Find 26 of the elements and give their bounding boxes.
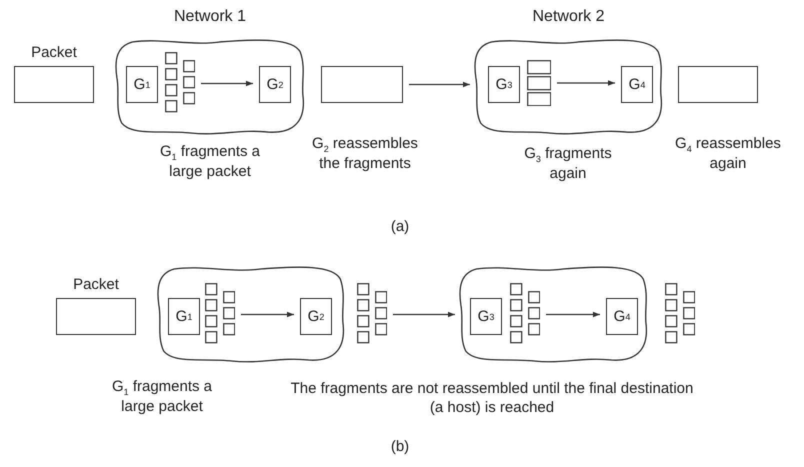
node-label: G$_{1}$ fragments a large packet [110,378,214,417]
arrow [241,312,294,318]
fragments-drawing [510,283,540,346]
packet-label: Packet [72,276,120,293]
panel-label: (b) [390,438,410,457]
fragments-drawing [205,283,235,346]
network-label: Network 1 [172,8,248,26]
arrow [557,80,615,86]
packet-box [678,66,758,103]
fragments-drawing [527,60,551,106]
arrow [409,82,470,88]
fragments-drawing [665,283,695,346]
arrow [201,80,253,86]
network-label: Network 2 [531,8,606,26]
arrow [546,312,600,318]
node-label: G$_{1}$ fragments a large packet [158,143,262,182]
packet-box [321,66,403,103]
arrow [393,312,455,318]
fragments-drawing [357,283,387,346]
note: The fragments are not reassembled until the final destination (a host) is reached [290,380,694,418]
packet-label: Packet [30,44,78,61]
node-label: G$_{4}$ reassembles again [674,135,782,174]
panel-label: (a) [390,218,410,237]
node-label: G$_{3}$ fragments again [523,145,613,184]
node-label: G$_{2}$ reassembles the fragments [311,135,419,174]
fragments-drawing [165,52,195,115]
